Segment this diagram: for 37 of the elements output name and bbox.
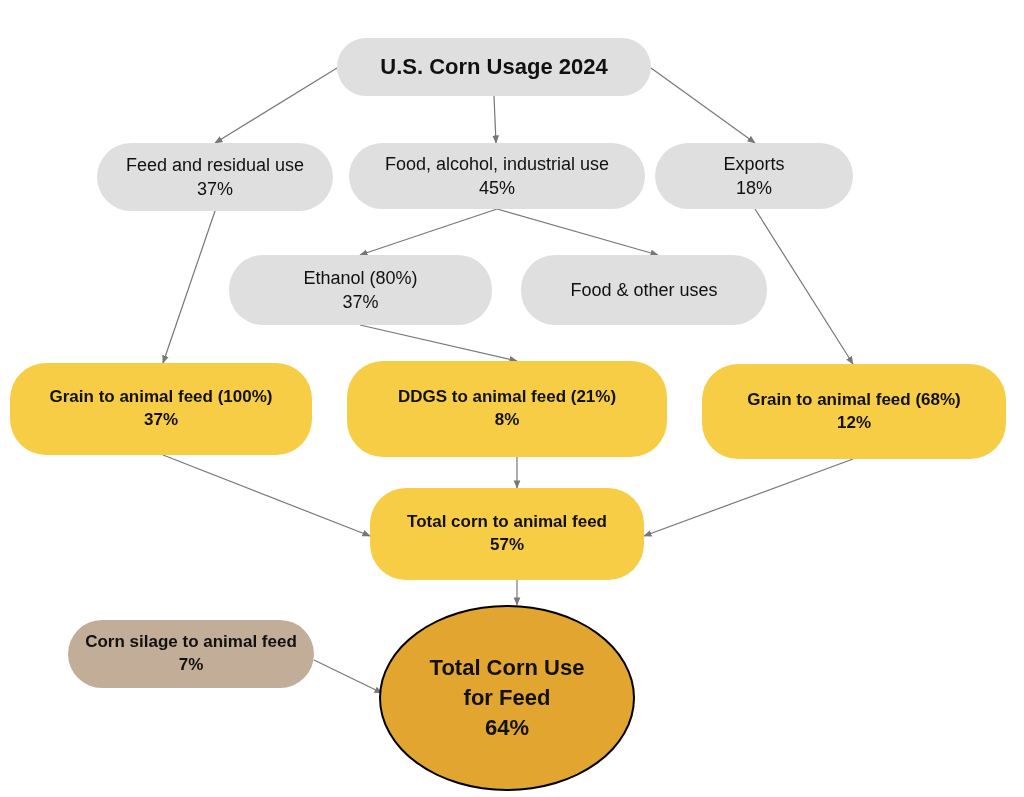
node-text: Ethanol (80%) bbox=[303, 266, 418, 290]
node-text: Feed and residual use bbox=[125, 153, 305, 177]
node-text: Corn silage to animal feed 7% bbox=[84, 631, 298, 676]
node-text: 37% bbox=[342, 291, 379, 314]
node-text: Food, alcohol, industrial use bbox=[384, 152, 610, 176]
node-text: Total Corn Use for Feed bbox=[429, 654, 585, 713]
feed-box bbox=[370, 488, 644, 580]
node-text: Exports bbox=[723, 152, 785, 176]
arrow bbox=[162, 454, 371, 537]
node-text: DDGS to animal feed (21%) bbox=[397, 386, 617, 409]
feed-box bbox=[10, 363, 312, 455]
arrow bbox=[496, 208, 659, 257]
node-text: 37% bbox=[144, 409, 178, 431]
arrow bbox=[513, 456, 521, 489]
arrow bbox=[650, 67, 756, 144]
arrow bbox=[492, 95, 500, 144]
node-text: Grain to animal feed (68%) bbox=[747, 388, 961, 411]
node-text: Food & other uses bbox=[570, 278, 718, 302]
arrow bbox=[643, 458, 854, 537]
node-text: Total corn to animal feed bbox=[407, 511, 607, 534]
node-text: 8% bbox=[494, 409, 520, 431]
arrow bbox=[162, 210, 216, 364]
node-text: 12% bbox=[837, 411, 871, 434]
feed-box bbox=[347, 361, 667, 457]
node-text: 45% bbox=[479, 177, 515, 200]
node-text: 64% bbox=[484, 713, 529, 742]
node-text: 37% bbox=[197, 178, 233, 201]
arrow bbox=[754, 208, 854, 365]
arrow bbox=[359, 324, 518, 363]
node-text: 18% bbox=[736, 177, 772, 200]
arrow bbox=[214, 67, 338, 144]
node-text: Grain to animal feed (100%) bbox=[49, 386, 273, 409]
arrow bbox=[359, 208, 498, 256]
arrow bbox=[513, 579, 521, 606]
feed-box bbox=[702, 364, 1006, 459]
node-text: U.S. Corn Usage 2024 bbox=[380, 53, 608, 82]
node-text: 57% bbox=[490, 534, 524, 556]
